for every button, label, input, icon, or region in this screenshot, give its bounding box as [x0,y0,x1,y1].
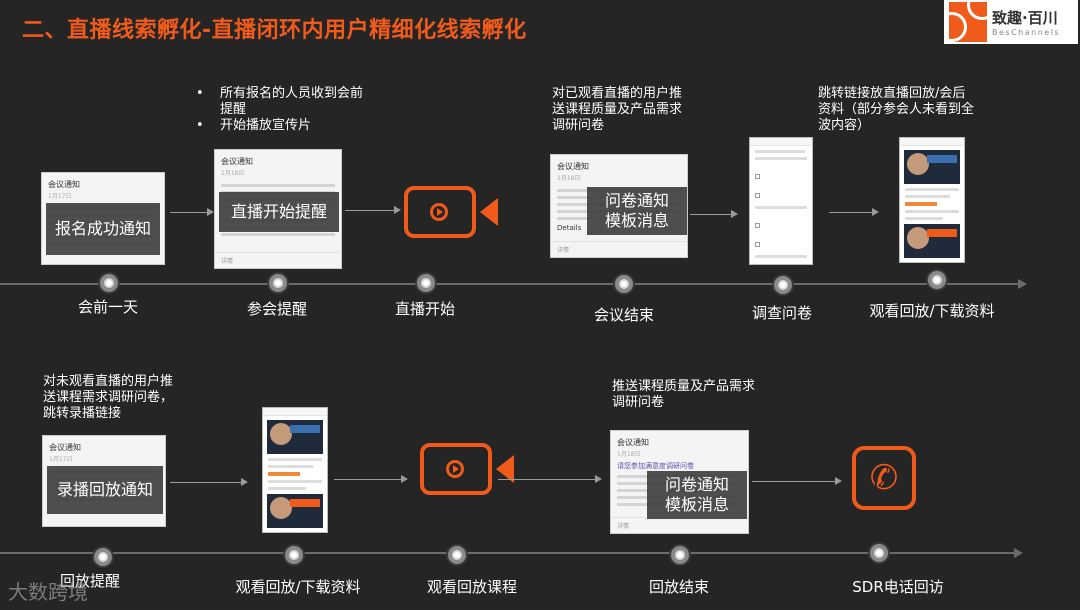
timeline-row-2 [0,552,1016,554]
stage-label: 调查问卷 [752,302,812,323]
stage-label: 会议结束 [594,304,654,325]
card-head: 会议通知 [551,155,687,172]
stage-label: 会前一天 [78,296,138,317]
card-overlay: 报名成功通知 [46,203,160,255]
stage-label: 观看回放/下载资料 [235,576,360,597]
timeline-node [615,275,633,293]
card-foot: 详情 [215,252,341,268]
brand-logo: 致趣·百川 BesChannels [944,0,1078,44]
flow-arrow [498,479,596,480]
desc-replay-end: 推送课程质量及产品需求调研问卷 [612,379,758,411]
timeline-row-1 [0,283,1020,285]
card-date: 1月18日 [215,167,341,180]
desc-no-watch: 对未观看直播的用户推送课程需求调研问卷，跳转录播链接 [43,374,173,422]
card-survey-notice: 会议通知 1月18日 Details 详情 问卷通知 模板消息 [550,154,688,258]
card-link: 请您参加满意度调研问卷 [611,461,748,471]
timeline-node [448,546,466,564]
logo-name-en: BesChannels [992,28,1060,37]
desc-reminder-item: 所有报名的人员收到会前提醒 [194,86,364,118]
stage-label: 参会提醒 [247,298,307,319]
card-signup-notice: 会议通知 1月17日 报名成功通知 [41,172,165,265]
card-live-reminder: 会议通知 1月18日 详情 直播开始提醒 [214,149,342,269]
desc-meeting-end: 对已观看直播的用户推送课程质量及产品需求调研问卷 [552,86,682,134]
card-replay-notice: 会议通知 1月17日 录播回放通知 [42,435,166,527]
card-overlay: 问卷通知 模板消息 [587,187,687,235]
page-title: 二、直播线索孵化-直播闭环内用户精细化线索孵化 [22,12,527,44]
card-overlay: 问卷通知 模板消息 [647,471,747,519]
timeline-node [100,274,118,292]
card-foot: 详情 [551,241,687,257]
timeline-node [870,544,888,562]
video-camera-icon [404,186,500,240]
flow-arrow [829,212,873,213]
timeline-node [774,276,792,294]
card-overlay: 直播开始提醒 [219,192,339,232]
stage-label: 直播开始 [395,298,455,319]
timeline-node [928,271,946,289]
stage-label: 观看回放课程 [427,576,517,597]
replay-phone-screenshot [899,137,965,263]
card-head: 会议通知 [43,436,165,453]
replay-download-phone-screenshot [262,407,328,533]
timeline-arrow-1 [1018,279,1027,289]
card-date: 1月17日 [42,190,164,203]
stage-label: 回放结束 [649,576,709,597]
card-date: 1月18日 [551,172,687,185]
timeline-node [285,546,303,564]
flow-arrow [752,481,836,482]
timeline-node [417,274,435,292]
card-date: 1月17日 [43,453,165,466]
card-head: 会议通知 [215,150,341,167]
timeline-node [94,548,112,566]
flow-arrow [345,210,395,211]
watermark: 大数跨境 [8,576,88,605]
video-camera-icon [420,443,516,497]
stage-label: 观看回放/下载资料 [869,300,994,321]
card-survey-notice-2: 会议通知 1月18日 请您参加满意度调研问卷 详情 问卷通知 模板消息 [610,430,749,534]
logo-mark-icon [949,2,987,42]
card-foot: 详情 [611,517,748,533]
timeline-node [269,274,287,292]
logo-name-cn: 致趣·百川 [992,7,1060,28]
flow-arrow [170,482,242,483]
timeline-arrow-2 [1014,548,1023,558]
card-date: 1月18日 [611,448,748,461]
stage-label: SDR电话回访 [852,576,944,597]
card-head: 会议通知 [42,173,164,190]
flow-arrow [170,212,208,213]
timeline-node [671,546,689,564]
survey-phone-screenshot [749,137,813,265]
card-overlay: 录播回放通知 [47,466,163,514]
desc-replay: 跳转链接放直播回放/会后资料（部分参会人未看到全波内容） [818,86,978,134]
desc-reminder-item: 开始播放宣传片 [194,118,364,134]
flow-arrow [690,214,732,215]
phone-call-icon: ✆ [852,446,916,510]
desc-reminder: 所有报名的人员收到会前提醒 开始播放宣传片 [194,86,364,134]
flow-arrow [334,479,402,480]
card-head: 会议通知 [611,431,748,448]
